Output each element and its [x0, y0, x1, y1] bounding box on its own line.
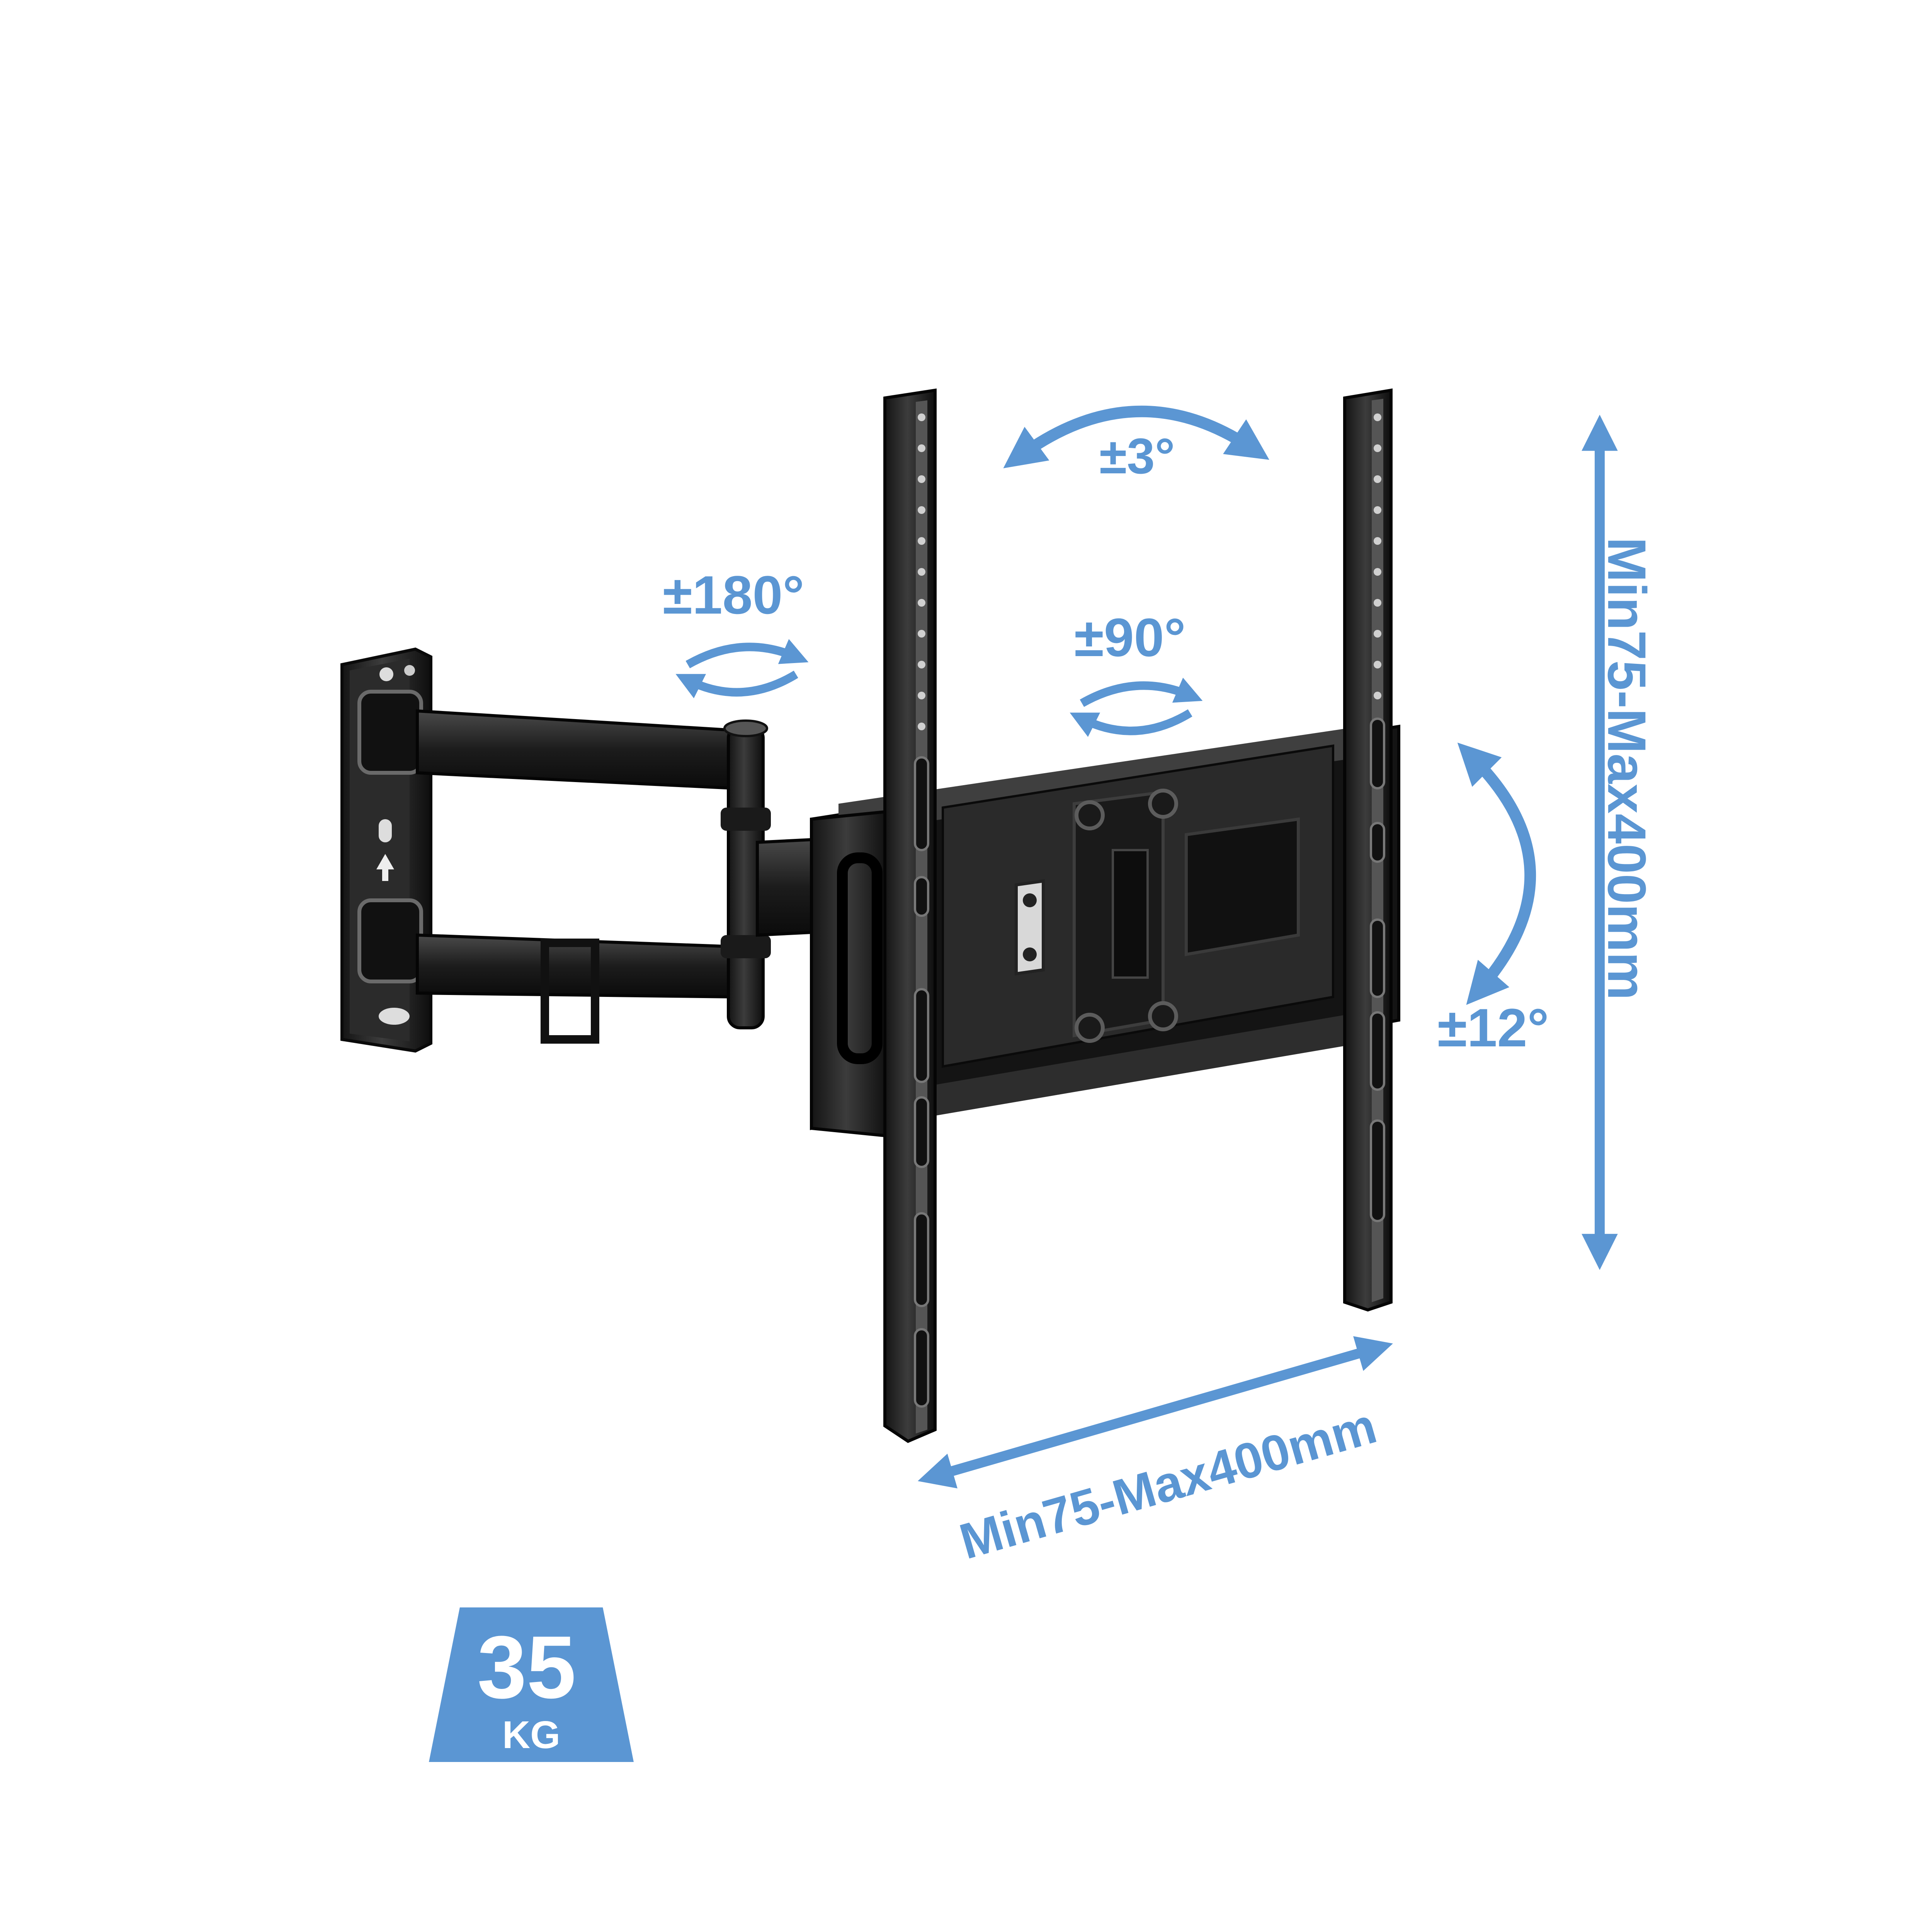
weight-badge-icon [429, 1607, 634, 1762]
tilt-side-label: ±12° [1437, 997, 1549, 1058]
articulating-arms [416, 709, 836, 1044]
weight-unit: KG [502, 1713, 560, 1757]
wall-plate [340, 647, 432, 1053]
tilt-side-arrow-icon [1457, 742, 1536, 1005]
tv-head-frame [810, 724, 1400, 1138]
vesa-horizontal-arrow-icon [918, 1336, 1393, 1488]
head-swivel-arrow-icon [1070, 677, 1203, 737]
weight-value: 35 [477, 1617, 576, 1717]
tilt-top-arrow-icon [1003, 405, 1269, 468]
head-swivel-label: ±90° [1074, 607, 1186, 668]
vesa-vertical-label: Min75-Max400mm [1597, 537, 1657, 1000]
tilt-top-label: ±3° [1099, 428, 1175, 484]
arm-swivel-label: ±180° [663, 565, 804, 625]
arm-swivel-arrow-icon [675, 639, 809, 699]
